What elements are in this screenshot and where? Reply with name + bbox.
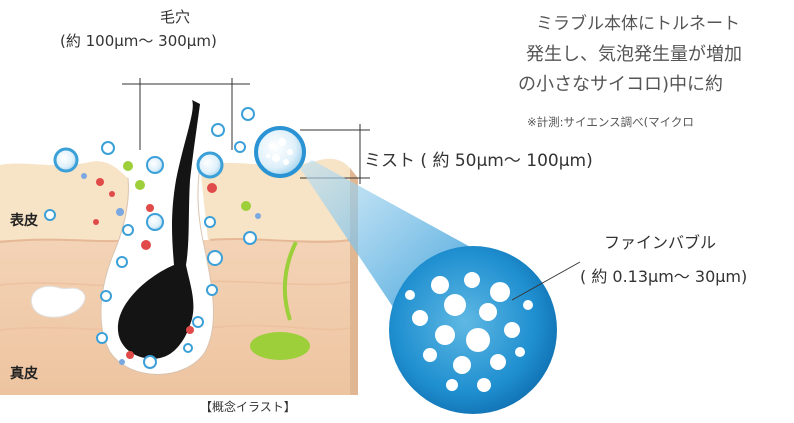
- sweat-duct: [282, 241, 298, 321]
- pore-size-label: (約 100µm～ 300µm): [60, 32, 217, 50]
- intro-line-2: 発生し、気泡発生量が増加: [526, 44, 742, 65]
- sebaceous-gland: [30, 285, 86, 318]
- mist-droplet: [254, 126, 306, 178]
- fine-bubble-dots: [405, 272, 533, 392]
- small-bubbles: [44, 107, 257, 369]
- measurement-note: ※計測:サイエンス調べ(マイクロ: [527, 115, 694, 129]
- fine-bubble-title: ファインバブル: [604, 233, 717, 252]
- fine-bubble-pointer: [511, 261, 581, 301]
- pore-dimension: [122, 78, 250, 150]
- sweat-gland: [250, 332, 310, 360]
- fine-bubble-size-label: ( 約 0.13µm～ 30µm): [580, 267, 748, 286]
- illustration-caption: 【概念イラスト】: [200, 400, 296, 414]
- intro-line-1: ミラブル本体にトルネート: [536, 14, 740, 34]
- dirt-particles: [81, 161, 261, 365]
- mist-label: ミスト ( 約 50µm～ 100µm): [364, 151, 593, 171]
- intro-line-3: の小さなサイコロ)中に約: [518, 74, 724, 95]
- pore-title: 毛穴: [160, 8, 191, 26]
- hair-shaft: [117, 100, 200, 359]
- epidermis-label: 表皮: [10, 213, 38, 229]
- mist-droplet-dots: [266, 138, 293, 165]
- dermis-label: 真皮: [10, 366, 38, 382]
